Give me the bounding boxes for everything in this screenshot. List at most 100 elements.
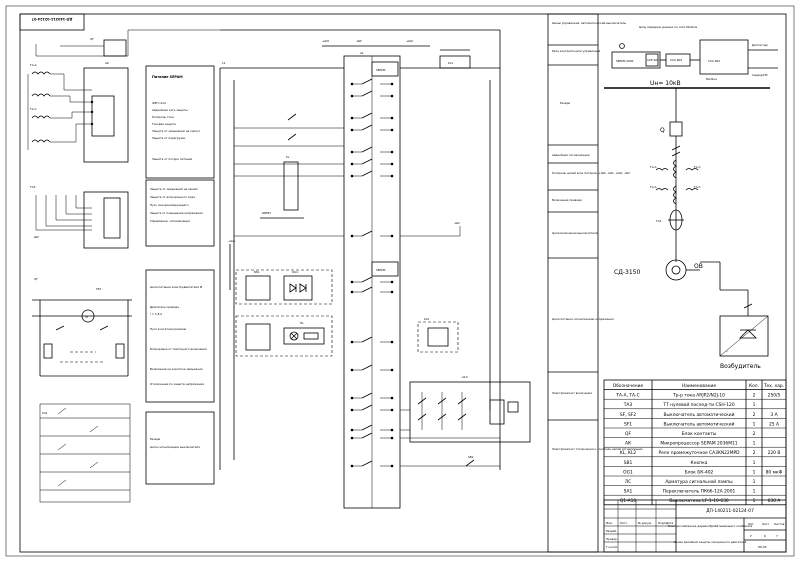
ct-a-top: ТА-А — [649, 165, 657, 169]
table-cell: Кнопка — [691, 460, 708, 466]
modbus-dev3: CCA 602 — [708, 59, 720, 63]
table-cell: 2 — [753, 412, 756, 418]
rotated-stamp-text: ДП-140211-02124-07 — [31, 17, 72, 21]
role-1: Провер. — [606, 537, 618, 541]
sepam-header: Питание SEPAM — [152, 75, 183, 79]
indicator-block-row-2: HL — [235, 315, 333, 357]
table-cell: SA1 — [624, 489, 633, 495]
terminal-row — [350, 336, 394, 344]
zero-sequence-circuit: ТА3 ШУ — [29, 185, 129, 249]
table-cell: 250/5 — [768, 393, 781, 399]
hdr-list: Лист — [620, 521, 627, 525]
doc-title: Электроснабжение деревообрабатывающего к… — [668, 524, 753, 528]
stage-label: Лит. — [748, 522, 755, 526]
svg-text:QF: QF — [90, 37, 94, 41]
motor-header: Цепи питания электродвигателя М — [150, 285, 203, 289]
sepam-label: А1 — [360, 51, 364, 55]
rotated-stamp-box — [19, 13, 85, 31]
terminal-row — [350, 286, 394, 294]
role-2: Т.контр. — [605, 545, 618, 549]
hdr-izm: Изм. — [606, 521, 613, 525]
func-label-9: Электромагнит отключения и контроль цепе… — [552, 447, 643, 451]
terminal-row — [350, 460, 394, 468]
control-buses: +ШУ -ШУ +ШС KL1 11 — [219, 29, 501, 470]
svg-text:АК: АК — [105, 61, 109, 65]
terminal-row — [350, 158, 394, 166]
table-cell: SF1 — [624, 421, 632, 427]
close-trip-block: А10 SB1 — [400, 375, 531, 467]
switch-diagram: SA1 — [39, 403, 131, 503]
motor-drive-circuit: М QF SF2 — [32, 277, 132, 377]
table-cell: Выключатель LF-1-10-630 — [669, 498, 729, 504]
modbus-dev2: CCA 609 — [670, 58, 682, 62]
func-label-3: Аварийная сигнализация — [552, 153, 590, 157]
func-label-0: Шины управления, Автоматический выключат… — [552, 21, 626, 25]
table-cell: 1 — [753, 498, 756, 504]
table-cell: 1 — [753, 421, 756, 427]
terminal-row — [350, 404, 394, 412]
bottom-header: Резерв — [150, 437, 160, 441]
modbus-dev1-port: ACE 909 — [647, 58, 659, 62]
ct-input-circuit: АК ТА-А ТА-С QF — [27, 29, 220, 163]
motor-item-3: Блокировка от повторного включения — [150, 347, 207, 351]
hdr-doc: № докум. — [638, 521, 652, 525]
bottom-item-0: Цепи сигнализации выключателя — [150, 445, 200, 449]
table-cell: 2 — [753, 431, 756, 437]
table-header: Кол. — [749, 383, 759, 389]
sheets-value: 7 — [776, 534, 778, 538]
breaker-label: Q — [660, 127, 665, 134]
table-header: Обозначение — [613, 382, 644, 389]
motor-item-1: I = 1,8 А — [150, 312, 162, 316]
func-label-5: Включение привода — [552, 198, 582, 202]
svg-text:OG1: OG1 — [292, 270, 298, 274]
func-label-4: Контроль цепей всех питания, +ШС, -ШС, +… — [552, 171, 630, 175]
func-label-8: Электромагнит включения — [552, 391, 592, 395]
table-cell: Тр-р тока ARJP2/N2J-10 — [672, 393, 725, 399]
terminal-row — [350, 112, 394, 120]
table-cell: АК — [625, 441, 632, 447]
table-cell: ТТ нулевой послед-ти CSH-120 — [662, 401, 734, 408]
motor-item-0: Двигатель привода — [150, 305, 179, 309]
indicator-block-row-1: БК1 OG1 +ШС — [228, 239, 333, 305]
terminal-row — [350, 124, 394, 132]
winding-label: ОВ — [694, 263, 703, 270]
sheet-value: 6 — [764, 534, 766, 538]
table-cell: 1 — [753, 460, 756, 466]
motor-item-2: Пуск в штатном режиме — [150, 327, 186, 331]
svg-text:+ШС: +ШС — [228, 239, 235, 243]
terminal-row — [350, 276, 394, 284]
terminal-row — [350, 146, 394, 154]
terminal-row — [350, 90, 394, 98]
sheet-title: Схема релейной защиты синхронного двигат… — [674, 540, 747, 544]
func-label-7: Цепи питания сигнализации напряжения — [552, 317, 614, 321]
svg-text:SEPAM: SEPAM — [376, 68, 386, 72]
terminal-row — [350, 170, 394, 178]
svg-text:SF2: SF2 — [96, 287, 101, 291]
hdr-sign: Подп. — [658, 521, 667, 525]
exciter-ac-symbol: ~ — [726, 349, 729, 353]
svg-text:KL: KL — [286, 155, 290, 159]
svg-text:SEPAM: SEPAM — [376, 268, 386, 272]
left-info-panels: Питание SEPAM ФЭН сети Аварийная сеть за… — [145, 65, 215, 485]
table-cell: KL, KL2 — [620, 450, 636, 456]
measure-item-3: Управление, сигнализация — [150, 219, 190, 223]
ct-c-bottom: ТА-С — [693, 185, 701, 189]
measure-item-0: Защита от асинхронного хода — [150, 195, 195, 199]
terminal-row — [350, 230, 394, 238]
sepam-item-5: Защита от перегрузки — [152, 136, 186, 140]
motor-item-4: Включение на короткое замыкание — [150, 367, 203, 371]
button-label: SB1 — [468, 455, 474, 459]
block-label: А10 — [462, 375, 468, 379]
table-header: Тех. хар. — [763, 383, 784, 389]
sepam-terminal-block: А1 SEPAM SEPAM — [343, 51, 401, 509]
svg-text:ШУ: ШУ — [34, 235, 39, 239]
svg-text:+ШС: +ШС — [406, 39, 413, 43]
bus-minus-label: -ШУ — [356, 39, 362, 43]
table-cell: Блок контакты — [682, 431, 717, 437]
stage-value: У — [750, 534, 752, 538]
table-cell: Переключатель ПКб6-12А 2001 — [663, 488, 736, 495]
svg-text:-ШС: -ШС — [454, 221, 460, 225]
terminal-row — [350, 392, 394, 400]
